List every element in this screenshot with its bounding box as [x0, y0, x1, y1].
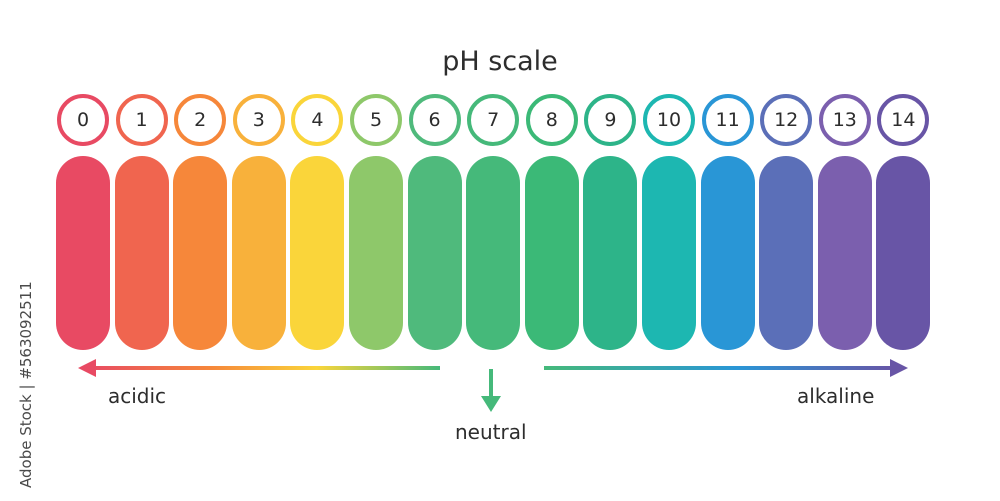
ph-number-circle: 4: [291, 94, 344, 146]
ph-number-circle: 6: [408, 94, 461, 146]
ph-color-bar: [290, 156, 345, 350]
ph-number-circle: 3: [232, 94, 285, 146]
ph-color-bar: [114, 156, 169, 350]
ph-number-circle: 12: [760, 94, 813, 146]
ph-number-circle: 7: [467, 94, 520, 146]
page-title: pH scale: [442, 46, 558, 77]
alkaline-arrow: [544, 359, 908, 377]
ph-color-bar: [349, 156, 403, 350]
watermark: Adobe Stock | #563092511: [16, 268, 36, 488]
ph-number-circle: 11: [701, 94, 754, 146]
ph-step-9: 9: [582, 0, 638, 360]
ph-step-6: 6: [407, 0, 463, 360]
watermark-text: Adobe Stock | #563092511: [17, 281, 35, 488]
alkaline-label: alkaline: [797, 384, 875, 408]
ph-number-circle: 5: [350, 94, 402, 146]
ph-color-bar: [466, 156, 521, 350]
ph-number-circle: 10: [643, 94, 695, 146]
ph-step-1: 1: [114, 0, 170, 360]
ph-step-11: 11: [700, 0, 756, 360]
ph-step-2: 2: [172, 0, 228, 360]
ph-number-circle: 13: [818, 94, 871, 146]
ph-number-circle: 2: [174, 94, 227, 146]
ph-step-13: 13: [817, 0, 873, 360]
neutral-label: neutral: [455, 420, 527, 444]
ph-step-0: 0: [55, 0, 111, 360]
ph-color-bar: [700, 156, 755, 350]
ph-number-circle: 1: [115, 94, 168, 146]
ph-color-bar: [173, 156, 228, 350]
acidic-arrow: [78, 359, 440, 377]
ph-color-bar: [817, 156, 872, 350]
neutral-arrow: [481, 369, 501, 412]
ph-color-bar: [56, 156, 110, 350]
ph-number-circle: 8: [525, 94, 578, 146]
ph-number-circle: 0: [57, 94, 109, 146]
ph-step-12: 12: [758, 0, 814, 360]
ph-color-bar: [407, 156, 462, 350]
ph-step-5: 5: [348, 0, 404, 360]
ph-step-4: 4: [289, 0, 345, 360]
ph-step-7: 7: [465, 0, 521, 360]
ph-step-14: 14: [875, 0, 931, 360]
ph-step-10: 10: [641, 0, 697, 360]
ph-color-bar: [583, 156, 638, 350]
ph-step-8: 8: [524, 0, 580, 360]
ph-color-bar: [642, 156, 696, 350]
ph-color-bar: [759, 156, 814, 350]
ph-step-3: 3: [231, 0, 287, 360]
ph-color-bar: [524, 156, 579, 350]
ph-color-bar: [876, 156, 931, 350]
ph-color-bar: [231, 156, 286, 350]
ph-number-circle: 9: [584, 94, 637, 146]
acidic-label: acidic: [108, 384, 167, 408]
ph-number-circle: 14: [877, 94, 930, 146]
